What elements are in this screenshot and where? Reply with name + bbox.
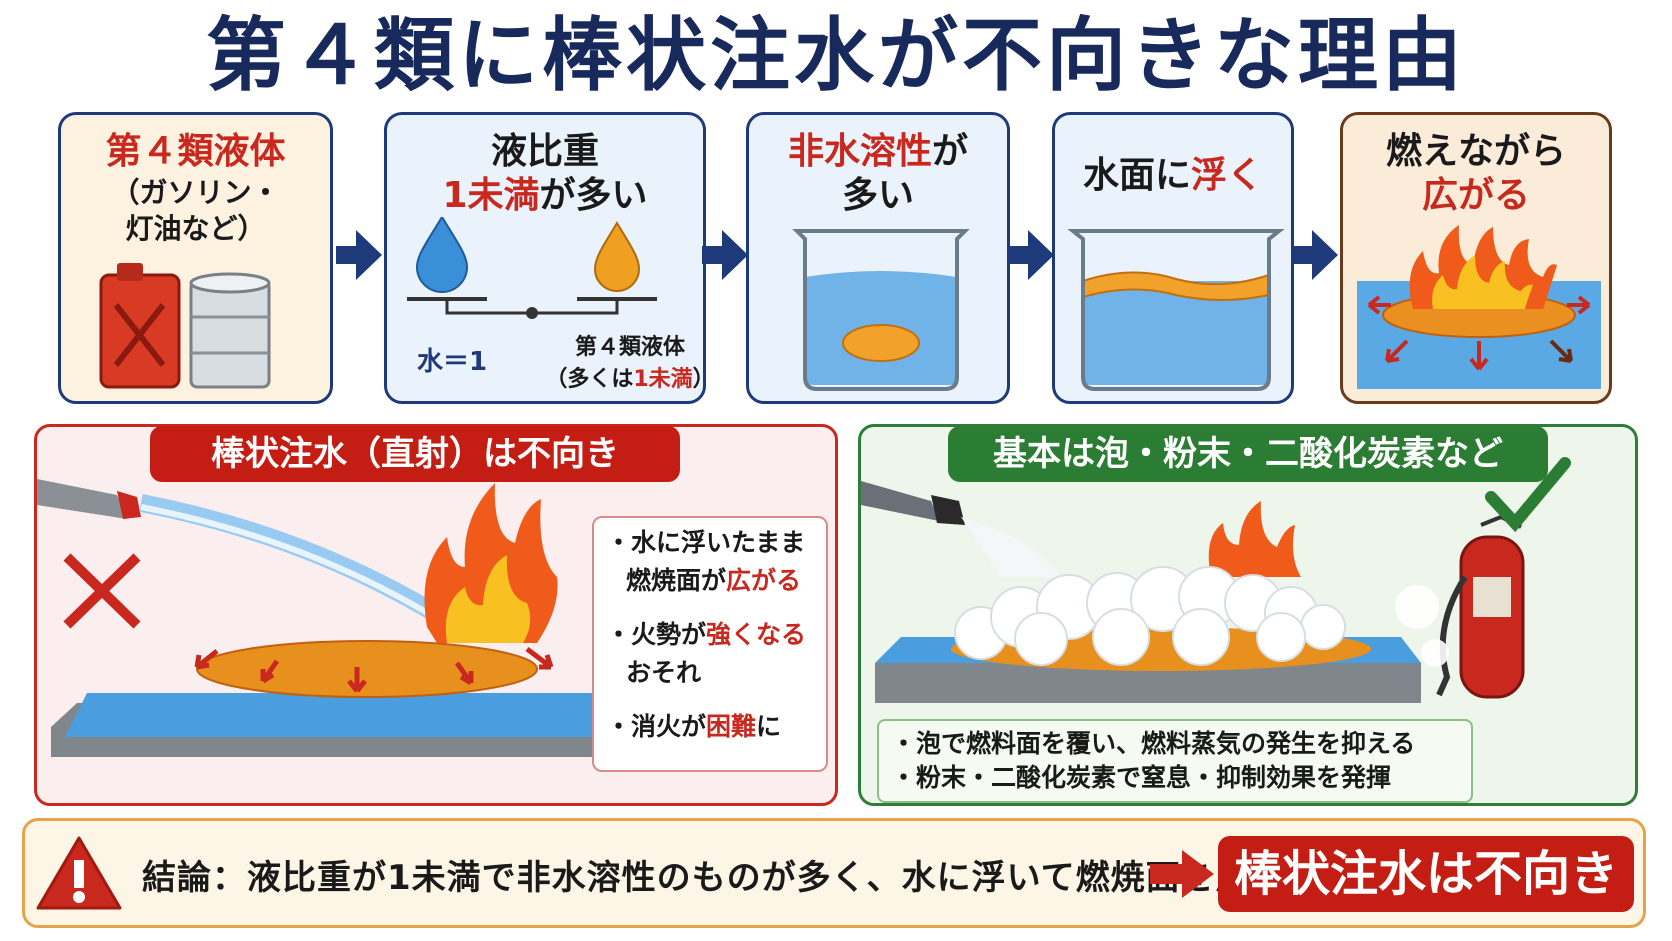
arrow-right-icon bbox=[1292, 230, 1338, 280]
step-floats: 水面に浮く bbox=[1052, 112, 1294, 404]
step3-line2: 多い bbox=[841, 175, 914, 216]
step-insoluble: 非水溶性が 多い bbox=[746, 112, 1010, 404]
conclusion-result: 棒状注水は不向き bbox=[1218, 836, 1634, 912]
step-spreads-burning: 燃えながら 広がる bbox=[1340, 112, 1612, 404]
step2-value: 1未満 bbox=[442, 175, 540, 216]
arrow-right-icon bbox=[1150, 850, 1214, 898]
step4-prefix: 水面に bbox=[1082, 155, 1191, 196]
step3-keyword: 非水溶性 bbox=[787, 131, 932, 172]
beaker-insoluble-icon bbox=[792, 229, 970, 391]
risk-item-2: ・火勢が強くなる おそれ bbox=[606, 620, 807, 687]
extinguishing-notes: ・泡で燃料面を覆い、燃料蒸気の発生を抑える ・粉末・二酸化炭素で窒息・抑制効果を… bbox=[877, 719, 1473, 803]
panel-recommended: ・泡で燃料面を覆い、燃料蒸気の発生を抑える ・粉末・二酸化炭素で窒息・抑制効果を… bbox=[858, 424, 1638, 806]
step1-sub2: 灯油など） bbox=[125, 212, 266, 245]
warning-icon bbox=[36, 836, 122, 910]
step1-sub1: （ガソリン・ bbox=[111, 176, 280, 209]
density-comparison-icon bbox=[407, 217, 657, 319]
step-specific-gravity: 液比重 1未満が多い 水＝1 第４類液体 （多くは1未満） bbox=[384, 112, 706, 404]
arrow-right-icon bbox=[702, 230, 748, 280]
liquid-sub-b: 1未満 bbox=[633, 367, 693, 392]
liquid-sub-a: （多くは bbox=[545, 367, 634, 392]
recommended-header: 基本は泡・粉末・二酸化炭素など bbox=[948, 426, 1548, 482]
arrow-right-icon bbox=[1008, 230, 1054, 280]
step2-heading: 液比重 bbox=[490, 131, 599, 172]
burning-spread-icon bbox=[1357, 225, 1601, 389]
page-title: 第４類に棒状注水が不向きな理由 bbox=[206, 9, 1466, 102]
fuel-containers-icon bbox=[99, 263, 271, 389]
note-powder-co2: ・粉末・二酸化炭素で窒息・抑制効果を発揮 bbox=[891, 763, 1392, 792]
water-label: 水＝1 bbox=[417, 347, 488, 377]
foam-extinguishing-scene-icon bbox=[861, 457, 1571, 703]
risk-list: ・水に浮いたまま 燃焼面が広がる ・火勢が強くなる おそれ ・消火が困難に bbox=[592, 516, 828, 772]
step4-keyword: 浮く bbox=[1191, 155, 1264, 196]
panel-not-suitable bbox=[34, 424, 838, 806]
step2-suffix: が多い bbox=[539, 175, 648, 216]
straight-stream-scene-icon bbox=[37, 479, 597, 757]
beaker-floating-icon bbox=[1067, 229, 1285, 391]
step1-heading: 第４類液体 bbox=[105, 131, 286, 172]
step5-line2: 広がる bbox=[1421, 175, 1530, 216]
liquid-sub-c: ） bbox=[693, 367, 703, 392]
note-foam: ・泡で燃料面を覆い、燃料蒸気の発生を抑える bbox=[891, 729, 1416, 758]
risk-item-3: ・消火が困難に bbox=[606, 712, 782, 741]
conclusion-text: 結論：液比重が1未満で非水溶性のものが多く、水に浮いて燃焼面を広げる bbox=[142, 858, 1321, 898]
step-liquid-type: 第４類液体 （ガソリン・ 灯油など） bbox=[58, 112, 333, 404]
liquid-label: 第４類液体 bbox=[574, 335, 685, 360]
risk-item-1: ・水に浮いたまま 燃焼面が広がる bbox=[606, 528, 806, 595]
step5-line1: 燃えながら bbox=[1385, 131, 1566, 172]
step3-suffix: が bbox=[932, 131, 969, 172]
not-suitable-header: 棒状注水（直射）は不向き bbox=[150, 426, 680, 482]
arrow-right-icon bbox=[336, 230, 382, 280]
